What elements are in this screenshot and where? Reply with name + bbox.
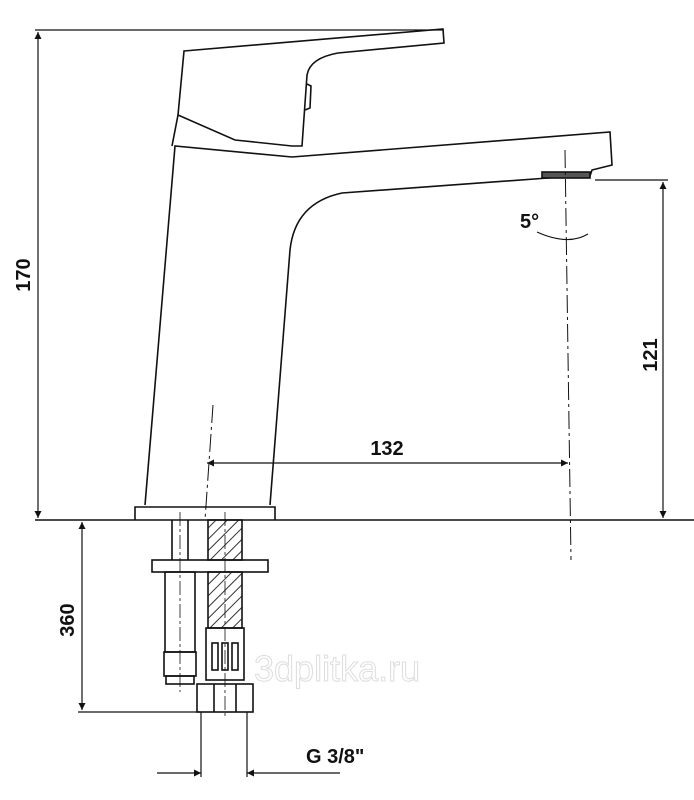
label-132: 132 xyxy=(370,438,403,460)
label-121: 121 xyxy=(640,338,662,371)
flexible-hose xyxy=(196,512,254,716)
handle-knob xyxy=(304,83,312,111)
label-360: 360 xyxy=(57,603,79,636)
faucet-handle xyxy=(177,28,445,147)
faucet-body xyxy=(144,131,613,506)
label-170: 170 xyxy=(13,258,35,291)
label-thread: G 3/8" xyxy=(306,746,364,768)
label-angle: 5° xyxy=(520,211,539,233)
mounting-rod xyxy=(163,512,197,692)
aerator xyxy=(541,171,591,179)
watermark: 3dplitka.ru xyxy=(254,648,420,689)
body-center-line xyxy=(204,404,214,521)
handle-joint xyxy=(171,114,179,147)
faucet-base xyxy=(134,506,276,520)
spout-center-line xyxy=(564,149,572,561)
mounting-plate xyxy=(151,559,269,573)
angle-arc xyxy=(536,231,589,241)
